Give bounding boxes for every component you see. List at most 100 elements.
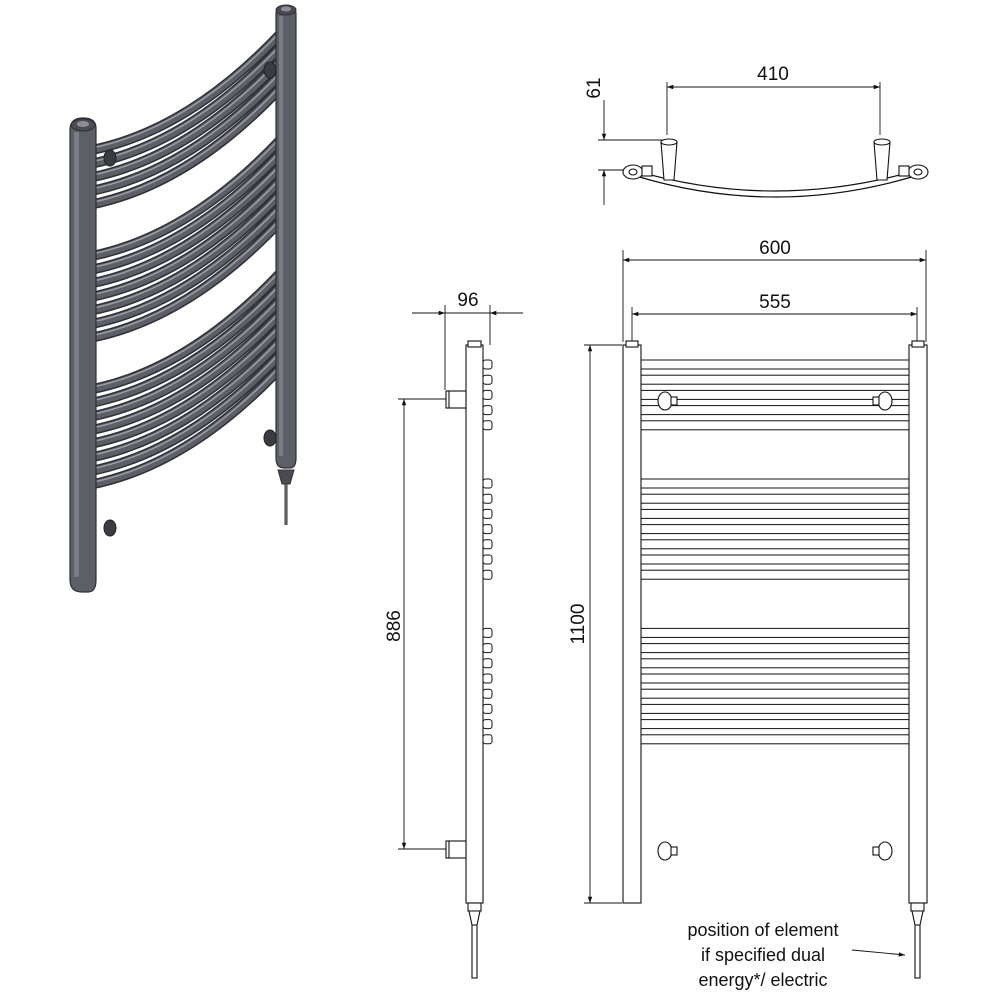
dim-pipe-centres: 886 — [384, 610, 405, 642]
render-rail-highlight — [91, 323, 283, 443]
dim-overall-height: 1100 — [568, 604, 589, 645]
render-rail-highlight — [91, 29, 283, 149]
left-post-render — [69, 117, 97, 593]
front-rail — [639, 405, 911, 416]
render-rail-fill — [88, 308, 286, 434]
render-rail-fill — [88, 188, 286, 314]
front-rail — [639, 493, 911, 504]
render-rail-highlight — [91, 295, 283, 416]
side-rail — [482, 643, 493, 654]
side-rail — [482, 374, 493, 385]
front-rail — [639, 688, 911, 699]
perspective-render — [69, 4, 297, 593]
front-rail — [639, 478, 911, 489]
side-rail — [482, 658, 493, 669]
render-rail-fill — [88, 267, 286, 393]
side-rail — [482, 389, 493, 400]
front-rail — [639, 658, 911, 669]
render-rail-fill — [88, 349, 286, 475]
top-view-left-post — [622, 164, 653, 180]
side-rail — [482, 688, 493, 699]
front-rail — [639, 643, 911, 654]
note-line-3: energy*/ electric — [698, 970, 827, 990]
top-view-brackets — [660, 138, 891, 181]
render-rail-highlight — [91, 176, 283, 296]
side-rail — [482, 405, 493, 416]
dim-side-depth: 96 — [457, 290, 478, 311]
side-rail — [482, 673, 493, 684]
side-rail — [482, 719, 493, 730]
render-rail-highlight — [91, 162, 283, 282]
render-rail-highlight — [91, 43, 283, 163]
render-rail-fill — [88, 335, 286, 461]
front-view-element — [910, 902, 925, 979]
render-rail-highlight — [91, 268, 283, 388]
side-rail — [482, 734, 493, 745]
render-rail-fill — [88, 82, 286, 208]
front-rail — [639, 627, 911, 638]
side-rail — [482, 359, 493, 370]
note-line-1: position of element — [687, 920, 838, 940]
side-view-post — [465, 344, 484, 904]
side-rail — [482, 539, 493, 550]
dim-bar-width: 555 — [759, 292, 791, 313]
render-rail-fill — [88, 28, 286, 154]
render-rail-fill — [88, 175, 286, 301]
curved-rails-render — [87, 27, 287, 490]
render-rail-fill — [88, 69, 286, 195]
side-rail — [482, 554, 493, 565]
front-view-left-post — [622, 344, 642, 904]
render-rail-fill — [88, 281, 286, 407]
render-rail-highlight — [91, 217, 283, 337]
render-rail-fill — [88, 134, 286, 260]
right-post-render — [275, 4, 297, 525]
front-rail — [639, 420, 911, 431]
element-note: position of element if specified dual en… — [687, 920, 838, 990]
render-rail-highlight — [91, 56, 283, 176]
render-rail-highlight — [91, 70, 283, 190]
front-view-brackets — [657, 391, 893, 861]
render-rail-fill — [88, 148, 286, 274]
front-rail — [639, 569, 911, 580]
note-line-2: if specified dual — [701, 945, 825, 965]
side-view-brackets — [445, 390, 467, 859]
front-rail — [639, 524, 911, 535]
front-rail — [639, 508, 911, 519]
render-rail-highlight — [91, 83, 283, 204]
render-rail-fill — [88, 202, 286, 328]
side-rail — [482, 524, 493, 535]
render-rail-fill — [88, 55, 286, 181]
front-view-right-post — [908, 344, 928, 904]
render-rail-fill — [88, 161, 286, 287]
side-view-rails — [482, 359, 493, 745]
render-rail-highlight — [91, 203, 283, 323]
render-rail-highlight — [91, 149, 283, 269]
dim-overall-width: 600 — [759, 238, 791, 259]
side-view-element — [467, 902, 482, 979]
side-rail — [482, 420, 493, 431]
render-rail-fill — [88, 216, 286, 342]
front-view: 600 555 1100 — [568, 238, 928, 979]
dim-top-span: 410 — [757, 64, 789, 85]
front-rail — [639, 734, 911, 745]
render-rail-fill — [88, 362, 286, 488]
render-rail-highlight — [91, 282, 283, 402]
front-rail — [639, 719, 911, 730]
render-rail-highlight — [91, 309, 283, 429]
element-pointer-arrow — [851, 949, 906, 957]
render-rail-highlight — [91, 336, 283, 456]
side-rail — [482, 569, 493, 580]
side-rail — [482, 627, 493, 638]
render-rail-highlight — [91, 189, 283, 310]
front-rail — [639, 539, 911, 550]
side-rail — [482, 493, 493, 504]
wall-brackets-render — [103, 61, 277, 537]
front-rail — [639, 673, 911, 684]
top-view: 410 61 — [584, 64, 929, 205]
render-rail-fill — [88, 294, 286, 420]
front-rail — [639, 389, 911, 400]
front-view-rails — [639, 359, 911, 745]
front-rail — [639, 359, 911, 370]
render-rail-fill — [88, 322, 286, 448]
